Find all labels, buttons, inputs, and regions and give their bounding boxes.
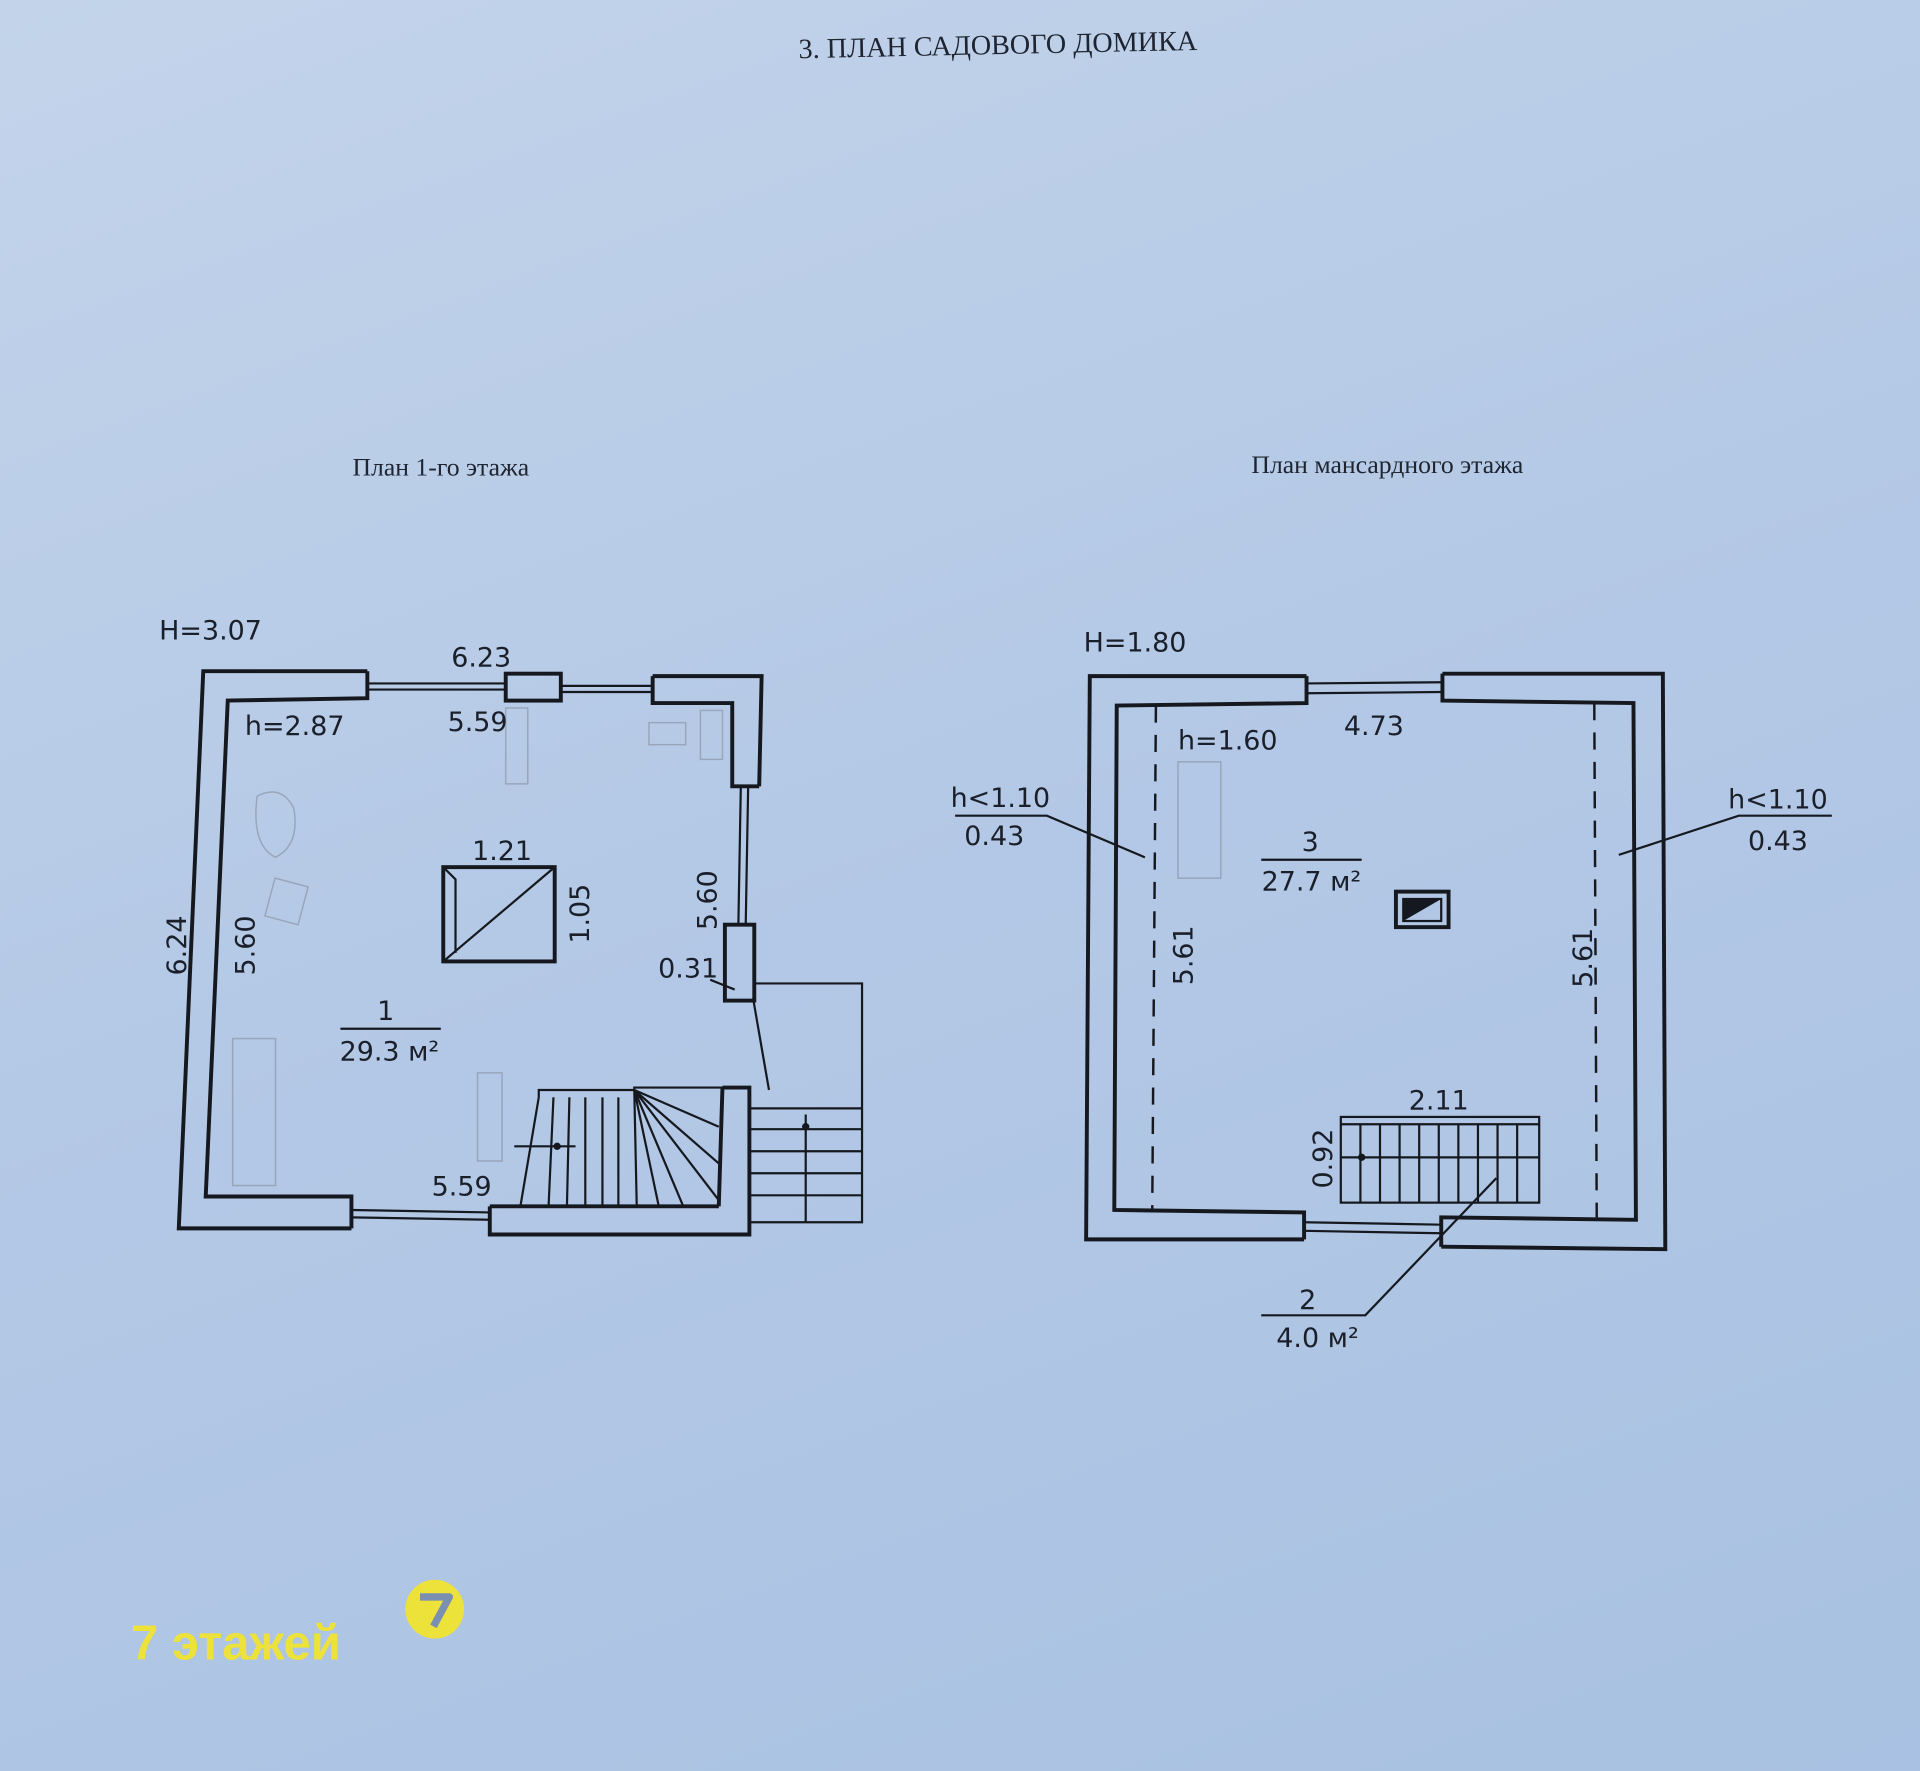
room-3-label: 3 27.7 м² bbox=[1261, 827, 1362, 897]
low-zone-width: 0.43 bbox=[1748, 826, 1808, 857]
dim-left-outer: 6.24 bbox=[162, 916, 193, 976]
room-area: 27.7 м² bbox=[1262, 866, 1362, 897]
document-title: 3. ПЛАН САДОВОГО ДОМИКА bbox=[798, 26, 1198, 65]
low-zone-left-callout: h<1.10 0.43 bbox=[951, 783, 1146, 859]
chimney-icon bbox=[1393, 889, 1451, 930]
attic-floor-plan: План мансардного этажа H=1.80 h=1.60 bbox=[951, 450, 1832, 1354]
outer-height-label: H=1.80 bbox=[1084, 628, 1187, 659]
attic-staircase bbox=[1339, 1115, 1541, 1204]
low-zone-height: h<1.10 bbox=[951, 783, 1051, 814]
dim-top-outer: 6.23 bbox=[451, 642, 511, 673]
dim-left-inner: 5.60 bbox=[231, 916, 262, 976]
low-zone-width: 0.43 bbox=[964, 821, 1024, 852]
room-area: 29.3 м² bbox=[340, 1037, 440, 1068]
floor-opening-hatch bbox=[441, 865, 557, 964]
ground-floor-walls bbox=[176, 669, 764, 1237]
pencil-furniture-sketch bbox=[1177, 761, 1222, 879]
entrance-porch-steps bbox=[749, 982, 864, 1224]
low-zone-right-callout: h<1.10 0.43 bbox=[1618, 784, 1832, 857]
low-ceiling-boundary-left bbox=[1151, 705, 1158, 1210]
room-area: 4.0 м² bbox=[1276, 1323, 1358, 1354]
room-1-label: 1 29.3 м² bbox=[340, 996, 441, 1068]
ground-floor-plan: План 1-го этажа H=3.07 h=2.87 bbox=[159, 452, 864, 1237]
inner-height-label: h=1.60 bbox=[1178, 726, 1278, 757]
dim-right-inner: 5.61 bbox=[1568, 928, 1599, 988]
low-zone-height: h<1.10 bbox=[1728, 784, 1828, 815]
attic-walls bbox=[1084, 671, 1668, 1252]
room-number: 2 bbox=[1299, 1285, 1316, 1316]
interior-staircase bbox=[514, 1086, 723, 1207]
dim-top-inner: 5.59 bbox=[448, 707, 508, 738]
attic-floor-title: План мансардного этажа bbox=[1251, 450, 1523, 479]
inner-height-label: h=2.87 bbox=[245, 711, 345, 742]
dim-stair-length: 2.11 bbox=[1409, 1086, 1469, 1117]
dim-top-inner: 4.73 bbox=[1344, 711, 1404, 742]
room-number: 3 bbox=[1302, 827, 1319, 858]
watermark-text: 7 этажей bbox=[131, 1616, 341, 1670]
outer-height-label: H=3.07 bbox=[159, 615, 262, 646]
pencil-furniture-sketches bbox=[231, 707, 724, 1187]
dim-right-inner: 5.60 bbox=[692, 870, 723, 930]
logo-7-icon bbox=[405, 1579, 465, 1639]
dim-bottom-inner: 5.59 bbox=[432, 1171, 492, 1202]
dim-stair-width: 0.92 bbox=[1308, 1129, 1339, 1189]
room-number: 1 bbox=[377, 996, 394, 1027]
dim-left-inner: 5.61 bbox=[1169, 925, 1200, 985]
ground-floor-title: План 1-го этажа bbox=[352, 452, 529, 481]
dim-opening-width: 1.21 bbox=[472, 836, 532, 867]
watermark-7-etazhey: 7 этажей bbox=[131, 1579, 465, 1670]
dim-wall-leader: 0.31 bbox=[658, 953, 718, 984]
room-2-label: 2 4.0 м² bbox=[1261, 1177, 1498, 1354]
dim-opening-depth: 1.05 bbox=[565, 884, 596, 944]
